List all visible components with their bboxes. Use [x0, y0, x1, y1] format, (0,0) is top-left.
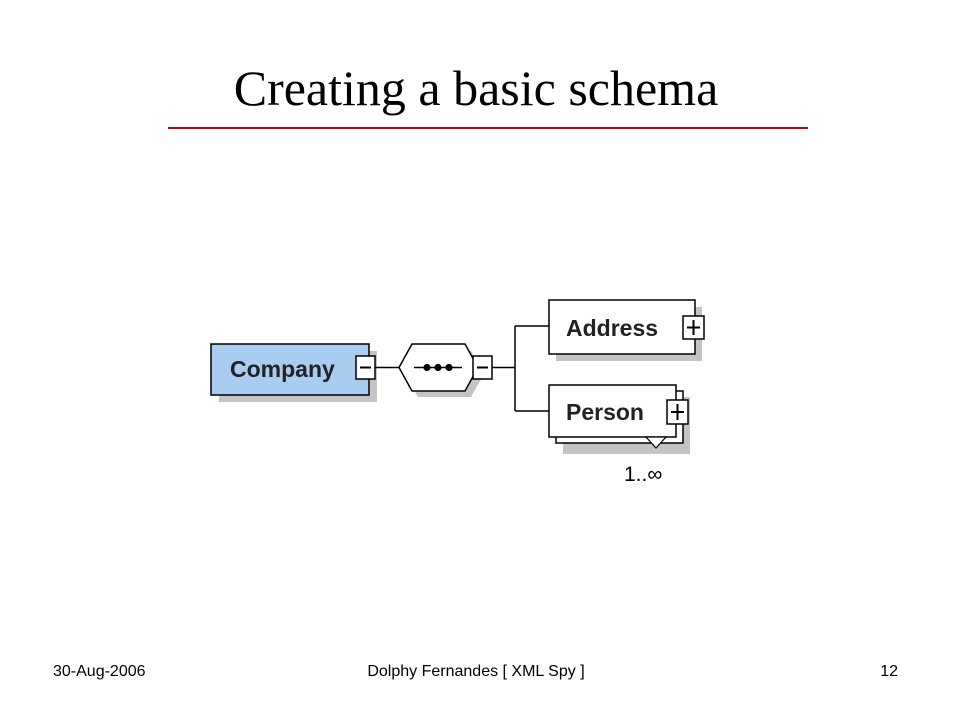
element-address[interactable]: Address [548, 299, 702, 361]
footer-date: 30-Aug-2006 [53, 663, 146, 680]
branch-connector [492, 325, 549, 412]
person-occurrence-label: 1..∞ [624, 463, 662, 486]
sequence-dot-icon [434, 363, 442, 372]
occurrence-marker-icon [644, 436, 668, 449]
slide-title: Creating a basic schema [233, 60, 719, 116]
collapse-sequence-icon[interactable] [472, 355, 493, 380]
collapse-company-icon[interactable] [355, 355, 376, 380]
title-rule [168, 127, 808, 129]
element-company[interactable]: Company [210, 343, 377, 402]
expand-person-icon[interactable] [666, 399, 689, 425]
footer-center-text: Dolphy Fernandes [ XML Spy ] [367, 663, 585, 680]
element-person[interactable]: Person [548, 384, 690, 454]
footer-page-number: 12 [880, 663, 898, 680]
sequence-dot-icon [445, 363, 453, 372]
element-address-label: Address [566, 315, 658, 341]
sequence-dot-icon [423, 363, 431, 372]
element-person-label: Person [566, 399, 644, 425]
element-company-label: Company [230, 356, 335, 382]
expand-address-icon[interactable] [682, 315, 705, 340]
sequence-compositor[interactable] [398, 343, 484, 397]
